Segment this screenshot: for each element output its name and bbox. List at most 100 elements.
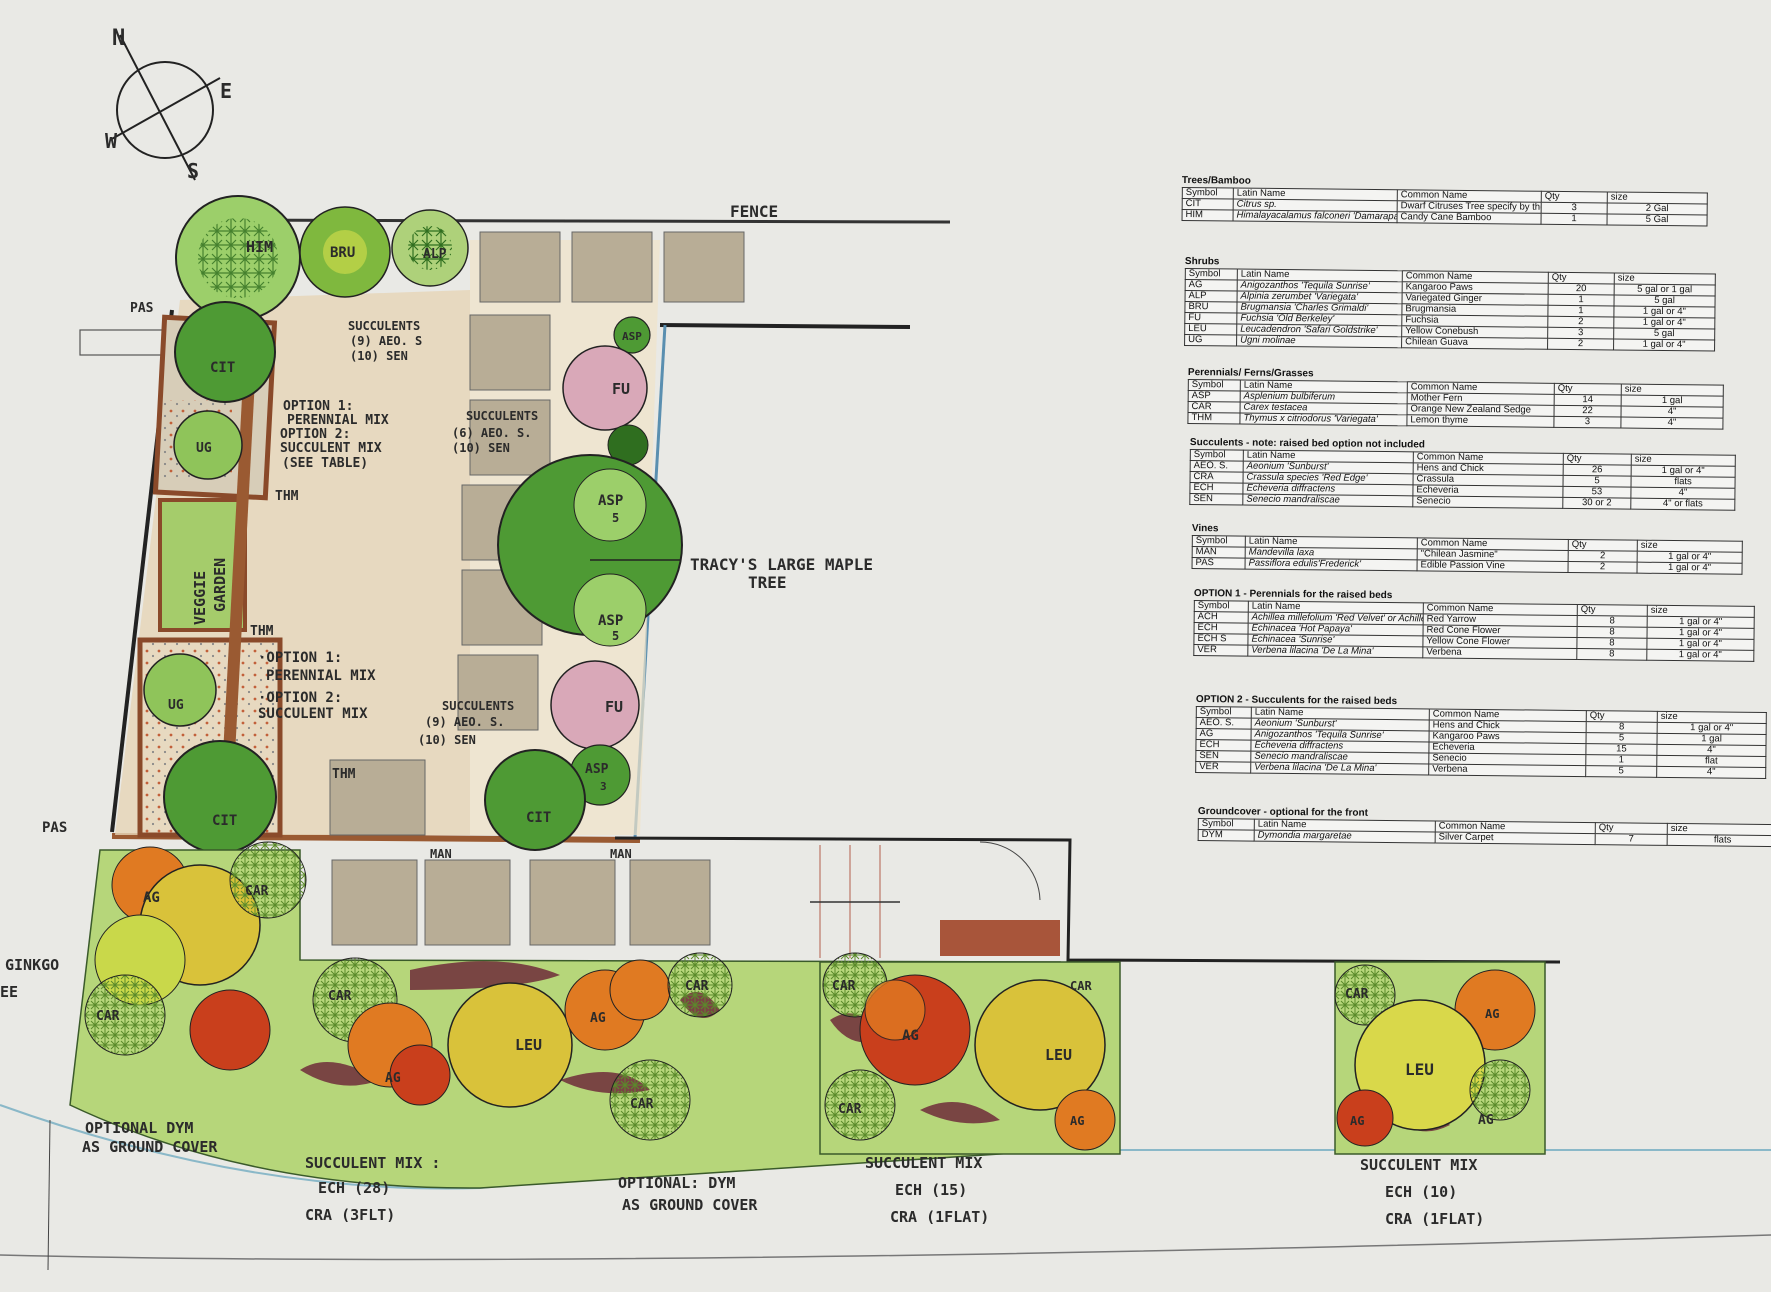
schedule-cell: PAS (1192, 557, 1246, 570)
him-label: HIM (246, 238, 273, 256)
schedule-cell: 20 (1548, 283, 1615, 295)
plant-bru (299, 206, 391, 298)
schedule-cell: 14 (1554, 394, 1622, 407)
asp-small-label: ASP (622, 330, 642, 343)
ug-lower-label: UG (168, 698, 184, 713)
schedule-cell: AG (1196, 728, 1252, 741)
succ-mix-2-line1: SUCCULENT MIX (865, 1154, 982, 1172)
bru-label: BRU (330, 245, 355, 261)
schedule-header-cell: Common Name (1429, 708, 1587, 722)
fu-lower-label: FU (605, 698, 623, 716)
schedule-cell: 4" or flats (1630, 498, 1735, 511)
tree-label-cut: EE (0, 983, 18, 1001)
schedule-cell: 22 (1554, 405, 1622, 418)
schedule-cell: Orange New Zealand Sedge (1407, 403, 1555, 417)
plant-asp-small (613, 316, 651, 354)
succulents-top-line1: SUCCULENTS (348, 319, 420, 333)
schedule-cell: SEN (1195, 750, 1251, 763)
schedule-cell: 4" (1656, 766, 1766, 779)
schedule-cell: 1 (1585, 754, 1657, 767)
plant-car-1 (229, 841, 307, 919)
plant-fu-lower (550, 660, 640, 750)
plant-ag-5 (1054, 1089, 1116, 1151)
schedule-cell: Senecio (1412, 495, 1563, 509)
schedule-header-cell: Common Name (1397, 189, 1542, 203)
man-right-label: MAN (610, 847, 632, 861)
leu-label-2: LEU (1045, 1046, 1072, 1064)
schedule-cell: Verbena lilacina 'De La Mina' (1250, 762, 1429, 775)
option-a-line5: (SEE TABLE) (282, 456, 368, 471)
schedule-header-cell: Qty (1548, 272, 1615, 284)
schedule-cell: LEU (1184, 323, 1237, 336)
schedule-cell: Kangaroo Paws (1429, 730, 1587, 744)
dym-note-2-line2: AS GROUND COVER (622, 1196, 758, 1214)
car-label-8: CAR (1070, 979, 1092, 993)
ginkgo-label: GINKGO (5, 956, 59, 974)
property-edge-line (0, 1234, 1771, 1261)
plant-car-4 (667, 952, 733, 1018)
schedule-cell: 1 (1547, 305, 1614, 317)
schedule-cell: 8 (1576, 637, 1647, 650)
schedule-cell: 2 (1568, 561, 1638, 574)
succulents-mid-line3: (10) SEN (452, 441, 510, 455)
succ-mix-3-line3: CRA (1FLAT) (1385, 1210, 1484, 1228)
ag-label-8: AG (1478, 1113, 1494, 1128)
succulents-low-line3: (10) SEN (418, 733, 476, 747)
succulents-low-line2: (9) AEO. S. (425, 715, 504, 729)
succ-mix-1-line2: ECH (28) (318, 1179, 390, 1197)
succulents-mid-line2: (6) AEO. S. (452, 426, 531, 440)
car-label-1: CAR (245, 884, 269, 899)
succ-mix-1-line1: SUCCULENT MIX : (305, 1154, 440, 1172)
option-b-line4: SUCCULENT MIX (258, 706, 368, 722)
plant-ug-upper (173, 410, 243, 480)
schedule-cell: 26 (1563, 464, 1632, 477)
schedule-cell: Lemon thyme (1406, 414, 1555, 428)
asp-bottom-label: ASP (585, 762, 609, 777)
schedule-cell: Fuchsia (1401, 314, 1548, 328)
schedule-cell: 1 (1541, 213, 1608, 225)
succulents-top-line3: (10) SEN (350, 349, 408, 363)
compass-s-label: S (187, 159, 199, 183)
schedule-cell: Yellow Cone Flower (1422, 635, 1578, 649)
schedule-cell: ECH (1189, 482, 1244, 495)
succ-mix-2-line3: CRA (1FLAT) (890, 1208, 989, 1226)
schedule-cell: HIM (1182, 209, 1234, 222)
cit-upper-label: CIT (210, 360, 235, 376)
schedule-cell: Verbena lilacina 'De La Mina' (1247, 645, 1423, 658)
schedule-cell: 4" (1620, 417, 1723, 430)
schedule-cell: 3 (1541, 202, 1608, 214)
schedule-header-cell: size (1621, 384, 1724, 397)
car-label-4: CAR (685, 979, 709, 994)
schedule-cell: UG (1184, 334, 1237, 347)
car-label-9: CAR (1345, 987, 1369, 1002)
schedule-cell: Himalayacalamus falconeri 'Damarapa' (1233, 210, 1398, 223)
plant-car-5 (609, 1059, 691, 1141)
alp-label: ALP (423, 247, 447, 262)
car-label-6: CAR (832, 979, 856, 994)
schedule-cell: VER (1193, 644, 1248, 657)
plant-car-7 (824, 1069, 896, 1141)
schedule-header-cell: Symbol (1198, 818, 1255, 831)
plant-ag-7 (1336, 1089, 1394, 1147)
schedule-cell: FU (1184, 312, 1237, 325)
option-b-line2: PERENNIAL MIX (266, 668, 376, 684)
plant-leu-1 (447, 982, 573, 1108)
schedule-cell: Chilean Guava (1401, 336, 1548, 350)
schedule-cell: AEO. S. (1190, 460, 1244, 473)
schedule-cell: Hens and Chick (1429, 719, 1587, 733)
schedule-cell: AEO. S. (1196, 717, 1252, 730)
schedule-header-cell: Symbol (1185, 268, 1238, 281)
garden-label: GARDEN (211, 558, 229, 612)
plant-cit-upper (174, 301, 276, 403)
schedule-cell: Ugni molinae (1236, 335, 1402, 348)
man-left-label: MAN (430, 847, 452, 861)
plant-car-2 (84, 974, 166, 1056)
schedule-cell: Red Cone Flower (1423, 624, 1578, 638)
schedule-header-cell: Common Name (1417, 537, 1569, 551)
